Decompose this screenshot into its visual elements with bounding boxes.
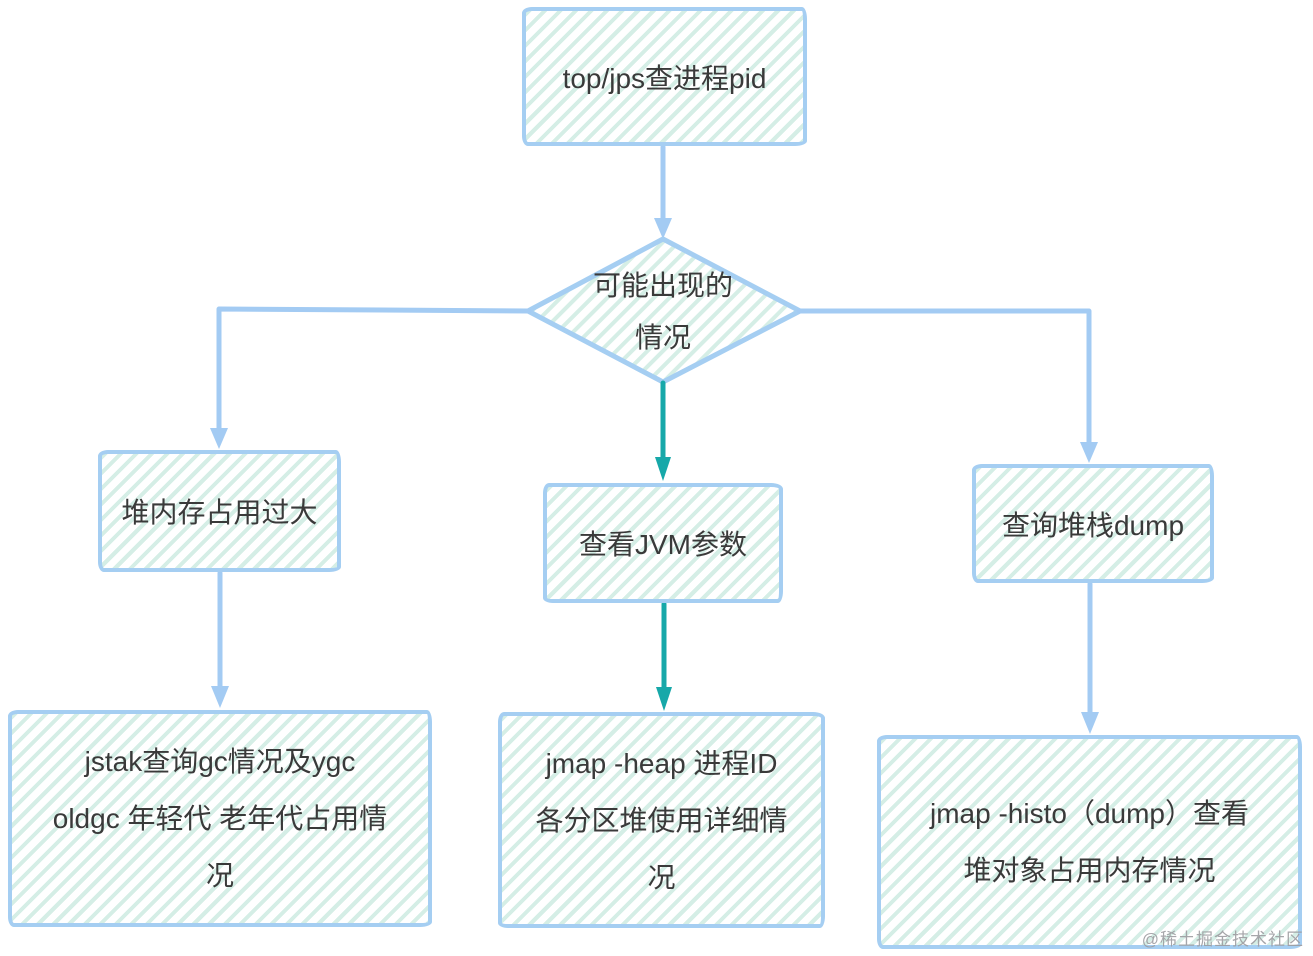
edge-decision-to-left xyxy=(216,306,532,433)
detail-middle-line-1: jmap -heap 进程ID xyxy=(545,747,778,779)
arrowhead-decision-to-right xyxy=(1080,442,1098,463)
detail-left-line-3: 况 xyxy=(205,860,234,891)
node-detail-jstat-gc: jstak查询gc情况及ygc oldgc 年轻代 老年代占用情 况 xyxy=(8,710,432,927)
node-start: top/jps查进程pid xyxy=(522,7,807,146)
branch-middle-label: 查看JVM参数 xyxy=(578,529,747,560)
arrowhead-decision-to-middle xyxy=(655,457,671,481)
branch-left-label: 堆内存占用过大 xyxy=(121,497,318,528)
detail-left-line-1: jstak查询gc情况及ygc xyxy=(84,746,356,777)
node-branch-heap-too-large: 堆内存占用过大 xyxy=(98,450,341,572)
arrowhead-left-to-detail xyxy=(211,686,229,708)
arrowhead-middle-to-detail xyxy=(656,687,672,711)
node-detail-jmap-histo: jmap -histo（dump）查看 堆对象占用内存情况 xyxy=(877,735,1302,949)
detail-right-line-1: jmap -histo（dump）查看 xyxy=(930,798,1249,829)
watermark: @稀土掘金技术社区 xyxy=(1141,930,1304,949)
detail-left-line-2: oldgc 年轻代 老年代占用情 xyxy=(52,803,388,834)
node-detail-jmap-heap: jmap -heap 进程ID 各分区堆使用详细情 况 xyxy=(498,712,825,928)
arrowhead-right-to-detail xyxy=(1081,712,1099,734)
decision-line-1: 可能出现的 xyxy=(592,270,733,301)
node-branch-query-heap-dump: 查询堆栈dump xyxy=(972,464,1214,583)
node-decision-label: 可能出现的 情况 xyxy=(543,248,783,376)
node-branch-check-jvm-params: 查看JVM参数 xyxy=(543,483,783,603)
arrowhead-decision-to-left xyxy=(210,428,228,449)
branch-right-label: 查询堆栈dump xyxy=(1001,509,1185,541)
decision-line-2: 情况 xyxy=(634,322,691,353)
detail-middle-line-3: 况 xyxy=(647,861,676,893)
detail-middle-line-2: 各分区堆使用详细情 xyxy=(535,804,788,836)
arrowhead-start-to-decision xyxy=(654,218,672,239)
node-start-label: top/jps查进程pid xyxy=(562,62,767,94)
detail-right-line-2: 堆对象占用内存情况 xyxy=(963,855,1216,886)
edge-decision-to-right xyxy=(796,308,1092,446)
